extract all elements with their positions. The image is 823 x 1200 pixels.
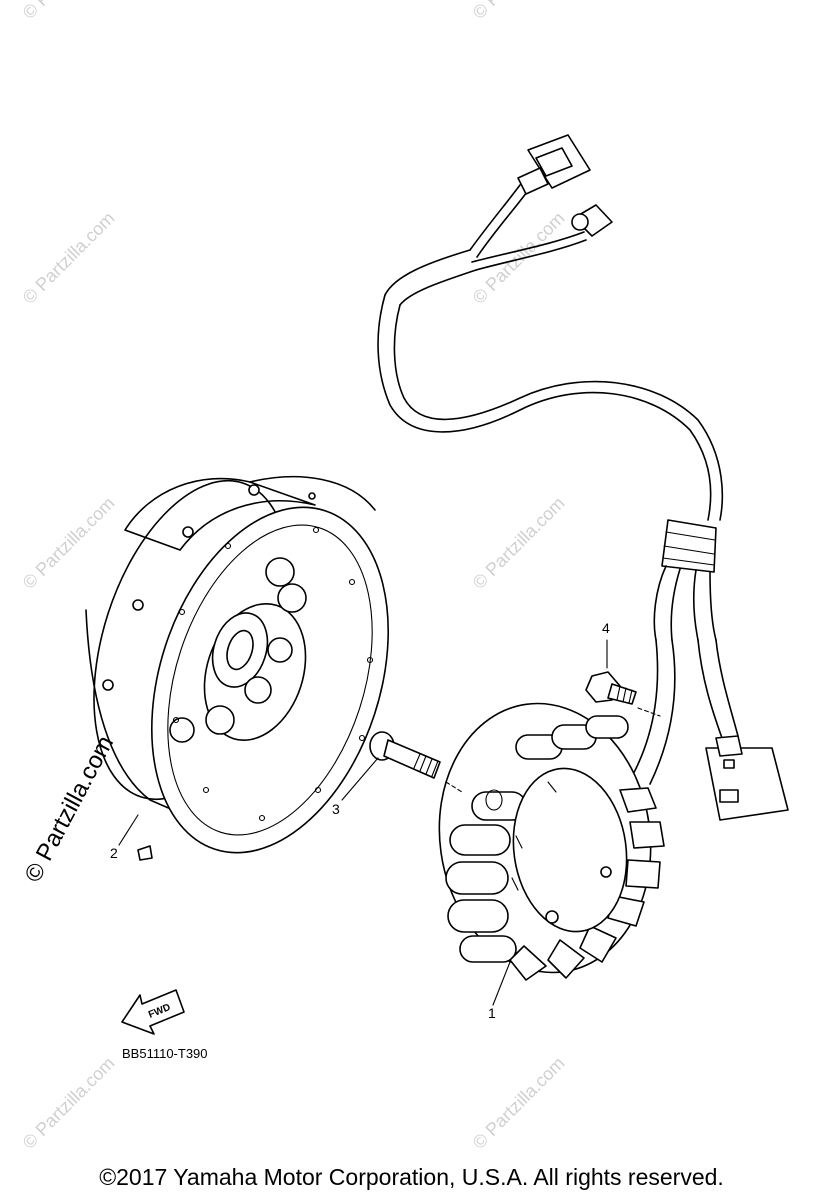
watermark: © Partzilla.com bbox=[469, 1053, 569, 1153]
leader-lines bbox=[118, 639, 661, 1006]
bolt-3 bbox=[369, 731, 441, 779]
watermark: © Partzilla.com bbox=[469, 0, 569, 23]
watermark: © Partzilla.com bbox=[19, 1053, 119, 1153]
wire-harness bbox=[377, 134, 789, 821]
watermark: © Partzilla.com bbox=[19, 493, 119, 593]
stator-assembly bbox=[438, 702, 665, 981]
side-watermark: © Partzilla.com bbox=[19, 731, 119, 886]
watermark: © Partzilla.com bbox=[19, 208, 119, 308]
callout-part-4: 4 bbox=[602, 620, 610, 636]
callout-part-3: 3 bbox=[332, 801, 340, 817]
diagram-code: BB51110-T390 bbox=[122, 1046, 208, 1061]
callout-part-1: 1 bbox=[488, 1005, 496, 1021]
flywheel-rotor bbox=[85, 476, 389, 861]
watermark: © Partzilla.com bbox=[469, 493, 569, 593]
watermark: © Partzilla.com bbox=[469, 208, 569, 308]
copyright-notice: ©2017 Yamaha Motor Corporation, U.S.A. A… bbox=[99, 1164, 724, 1190]
callout-part-2: 2 bbox=[110, 845, 118, 861]
bolt-4 bbox=[585, 671, 637, 705]
watermark: © Partzilla.com bbox=[19, 0, 119, 23]
forward-arrow-icon: FWD bbox=[121, 989, 185, 1035]
